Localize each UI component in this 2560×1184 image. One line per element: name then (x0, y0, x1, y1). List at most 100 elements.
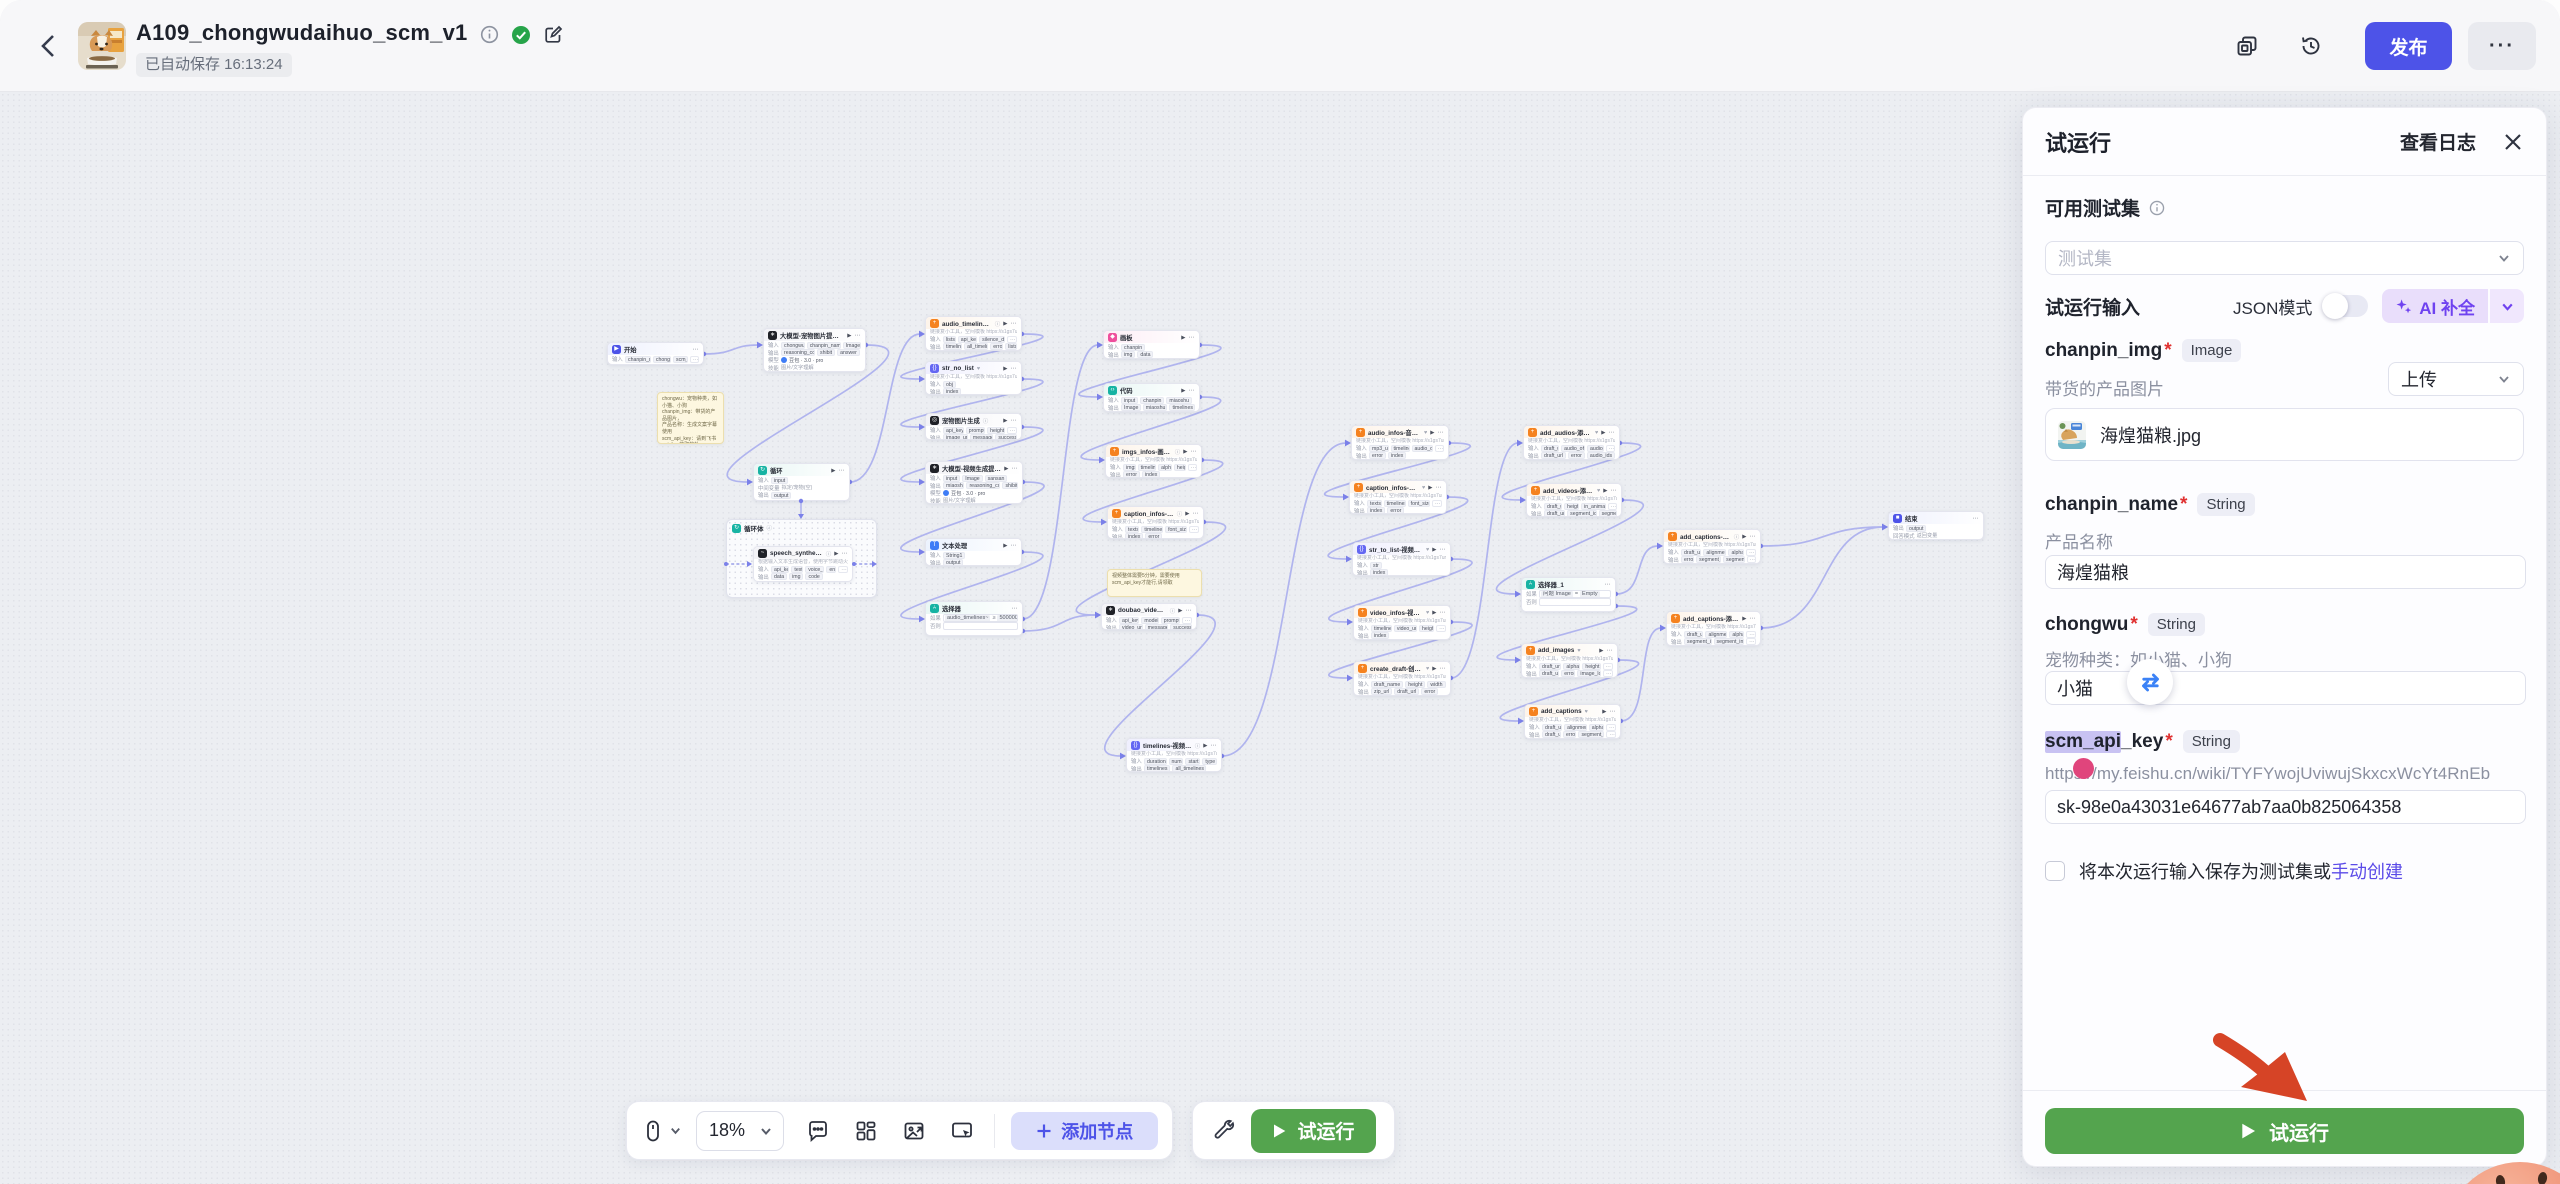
node-play-icon[interactable]: ▶ (1003, 542, 1008, 549)
node-menu-icon[interactable]: ⋯ (1190, 449, 1197, 455)
comment-icon[interactable] (806, 1119, 830, 1143)
node-add-videos[interactable]: + add_videos-添加视频♥ ▶⋯ 链接复小工具，空间模板 https:… (1526, 483, 1622, 517)
node-timelines-video[interactable]: {} timelines-视频时间轴制作ⓘ ▶⋯ 链接复小工具，空间模板 htt… (1126, 738, 1222, 772)
node-menu-icon[interactable]: ⋯ (1011, 606, 1018, 612)
node-menu-icon[interactable]: ⋯ (692, 347, 699, 353)
wrench-icon[interactable] (1211, 1119, 1235, 1143)
node-play-icon[interactable]: ▶ (1599, 647, 1604, 654)
node-menu-icon[interactable]: ⋯ (1188, 335, 1195, 341)
info-icon[interactable] (2149, 200, 2165, 216)
node-play-icon[interactable]: ▶ (834, 550, 839, 557)
node-menu-icon[interactable]: ⋯ (1608, 430, 1615, 436)
node-menu-icon[interactable]: ⋯ (1010, 366, 1017, 372)
node-audio-infos[interactable]: + audio_infos-音频数据整理♥ ▶⋯ 链接复小工具，空间模板 htt… (1351, 425, 1449, 460)
node-caption-infos-board[interactable]: + caption_infos-画布描述语句整…ⓘ ▶⋯ 链接复小工具，空间模板… (1107, 506, 1204, 539)
node-menu-icon[interactable]: ⋯ (1437, 430, 1444, 436)
node-play-icon[interactable]: ▶ (1004, 465, 1009, 472)
edit-icon[interactable] (543, 25, 563, 45)
node-play-icon[interactable]: ▶ (1742, 615, 1747, 622)
run-button[interactable]: 试运行 (2045, 1108, 2524, 1154)
node-add-captions-yunying[interactable]: + add_captions-添加运营字幕ⓘ ▶⋯ 链接复小工具，空间模板 ht… (1663, 529, 1761, 564)
condition-else-box[interactable] (1539, 597, 1611, 606)
node-audio-timelines[interactable]: + audio_timelines-获取音频时…ⓘ ▶⋯ 链接复小工具，空间模板… (925, 316, 1022, 351)
node-play-icon[interactable]: ▶ (1602, 708, 1607, 715)
node-menu-icon[interactable]: ⋯ (1435, 485, 1442, 491)
node-menu-icon[interactable]: ⋯ (1188, 388, 1195, 394)
testset-select[interactable]: 测试集 (2045, 241, 2524, 275)
node-play-icon[interactable]: ▶ (1432, 609, 1437, 616)
node-play-icon[interactable]: ▶ (1185, 510, 1190, 517)
node-menu-icon[interactable]: ⋯ (1010, 543, 1017, 549)
node-play-icon[interactable]: ▶ (847, 332, 852, 339)
node-play-icon[interactable]: ▶ (1203, 742, 1208, 749)
node-add-images[interactable]: + add_images♥ ▶⋯ 链接复小工具，空间模板 https://s1g… (1521, 643, 1618, 678)
condition-box[interactable]: audio_timelines~≥500000 (943, 614, 1018, 622)
node-add-captions-yunying-1[interactable]: + add_captions-添加运营字幕_1 ▶⋯ 链接复小工具，空间模板 h… (1666, 611, 1761, 646)
condition-box[interactable]: 问题 Image=Empty (1539, 590, 1611, 598)
back-button[interactable] (34, 31, 64, 61)
node-play-icon[interactable]: ▶ (1432, 665, 1437, 672)
node-play-icon[interactable]: ▶ (1430, 429, 1435, 436)
node-imgs-infos[interactable]: + imgs_infos-画布图片参数整理ⓘ ▶⋯ 链接复小工具，空间模板 ht… (1105, 444, 1202, 478)
node-menu-icon[interactable]: ⋯ (1610, 488, 1617, 494)
node-add-audios[interactable]: + add_audios-添加音频♥ ▶⋯ 链接复小工具，空间模板 https:… (1523, 425, 1620, 460)
layout-icon[interactable] (854, 1119, 878, 1143)
uploaded-file-chip[interactable]: 海煌猫粮.jpg (2045, 408, 2524, 461)
workflow-avatar[interactable] (78, 22, 126, 70)
node-menu-icon[interactable]: ⋯ (854, 333, 861, 339)
node-play-icon[interactable]: ▶ (1003, 320, 1008, 327)
node-doubao-video-generator[interactable]: ∗ doubao_video_generatorⓘ ▶⋯ 输入api_keymo… (1101, 603, 1197, 630)
node-menu-icon[interactable]: ⋯ (1439, 547, 1446, 553)
screen-cursor-icon[interactable] (950, 1119, 974, 1143)
node-play-icon[interactable]: ▶ (1003, 365, 1008, 372)
copy-icon[interactable] (2235, 34, 2259, 58)
json-mode-toggle[interactable] (2322, 293, 2369, 319)
more-button[interactable]: ··· (2468, 22, 2536, 70)
condition-else-box[interactable] (943, 621, 1018, 630)
node-play-icon[interactable]: ▶ (1432, 546, 1437, 553)
node-str-no-list[interactable]: {} str_no_list♥ ▶⋯ 链接复小工具，空间模板 https://s… (925, 361, 1022, 395)
node-play-icon[interactable]: ▶ (1428, 484, 1433, 491)
node-play-icon[interactable]: ▶ (1181, 387, 1186, 394)
history-icon[interactable] (2299, 34, 2323, 58)
chanpin-name-input[interactable] (2045, 555, 2526, 589)
pointer-mode-button[interactable] (641, 1119, 682, 1143)
view-log-link[interactable]: 查看日志 (2399, 133, 2476, 154)
node-menu-icon[interactable]: ⋯ (1010, 418, 1017, 424)
node-play-icon[interactable]: ▶ (1601, 429, 1606, 436)
manual-create-link[interactable]: 手动创建 (2331, 862, 2403, 882)
zoom-select[interactable]: 18% (696, 1110, 784, 1151)
add-node-button[interactable]: 添加节点 (1010, 1111, 1158, 1150)
publish-button[interactable]: 发布 (2365, 22, 2452, 70)
node-menu-icon[interactable]: ⋯ (838, 468, 845, 474)
node-menu-icon[interactable]: ⋯ (1011, 466, 1018, 472)
note-apikey[interactable]: 视频整体需要5分钟，需要使用scm_api_key才能行,请领取 (1107, 569, 1202, 597)
node-str-to-list[interactable]: {} str_to_list-视频链接列表化♥ ▶⋯ 链接复小工具，空间模板 h… (1352, 542, 1451, 576)
node-create-draft[interactable]: + create_draft-创建剪映草稿♥ ▶⋯ 链接复小工具，空间模板 ht… (1353, 661, 1451, 696)
node-menu-icon[interactable]: ⋯ (1604, 582, 1611, 588)
node-caption-infos-subtitle[interactable]: + caption_infos-字幕数据整理♥ ▶⋯ 链接复小工具，空间模板 h… (1349, 480, 1447, 514)
node-menu-icon[interactable]: ⋯ (1439, 610, 1446, 616)
node-play-icon[interactable]: ▶ (1181, 334, 1186, 341)
node-video-infos[interactable]: + video_infos-视频数据整理♥ ▶⋯ 链接复小工具，空间模板 htt… (1353, 605, 1451, 640)
close-icon[interactable] (2502, 131, 2524, 153)
chongwu-input[interactable] (2045, 671, 2526, 705)
node-menu-icon[interactable]: ⋯ (1972, 516, 1979, 522)
ai-complete-button[interactable]: AI 补全 (2382, 289, 2524, 323)
node-play-icon[interactable]: ▶ (831, 467, 836, 474)
image-export-icon[interactable] (902, 1119, 926, 1143)
node-menu-icon[interactable]: ⋯ (1192, 511, 1199, 517)
node-play-icon[interactable]: ▶ (1178, 607, 1183, 614)
save-testset-checkbox[interactable] (2045, 861, 2065, 881)
node-menu-icon[interactable]: ⋯ (1010, 321, 1017, 327)
